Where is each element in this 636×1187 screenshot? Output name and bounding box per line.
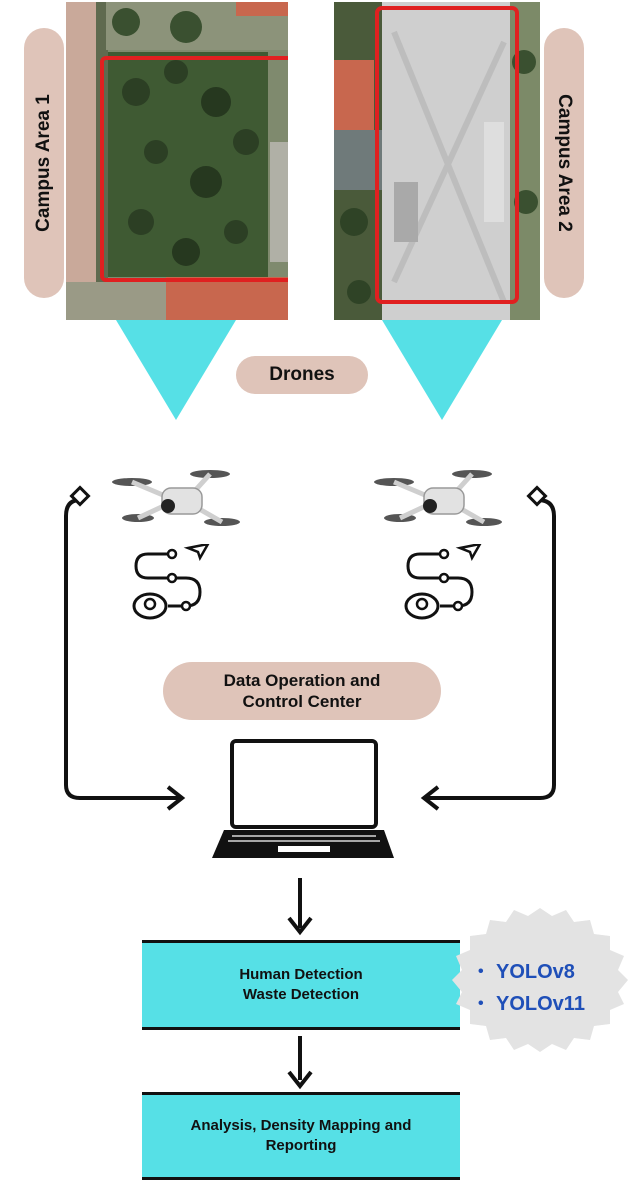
drones-label: Drones [269,364,335,385]
left-loop-marker [69,485,91,507]
campus-area-1-pill: Campus Area 1 [24,28,64,298]
route-left-icon [132,544,210,620]
funnel-left [116,320,236,420]
model-yolov11: YOLOv11 [496,992,585,1015]
model-list: • YOLOv8 • YOLOv11 [478,956,628,1020]
analysis-line1: Analysis, Density Mapping and [190,1117,412,1134]
route-right-icon [404,544,482,620]
model-badge [452,908,628,1052]
right-loop-marker [526,485,548,507]
left-loop-arrow [64,498,180,800]
model-yolov8: YOLOv8 [496,960,575,983]
control-center-line2: Control Center [242,692,362,711]
campus-area-1-aerial-image [66,2,288,320]
campus-area-2-pill: Campus Area 2 [544,28,584,298]
bullet: • [478,995,484,1012]
right-loop-arrow [426,498,556,800]
campus-area-2-aerial-image [334,2,540,320]
drone-left-icon [112,470,240,526]
analysis-box: Analysis, Density Mapping and Reporting [142,1092,460,1180]
funnel-right [382,320,502,420]
model-item: • YOLOv11 [478,988,628,1020]
analysis-line2: Reporting [265,1137,337,1154]
detection-box: Human Detection Waste Detection [142,940,460,1030]
drones-label-pill: Drones [236,356,368,394]
laptop-icon [212,739,394,858]
model-item: • YOLOv8 [478,956,628,988]
detection-line2: Waste Detection [242,986,360,1003]
bullet: • [478,963,484,980]
control-center-pill: Data Operation and Control Center [163,662,441,720]
detection-line1: Human Detection [239,966,363,983]
control-center-line1: Data Operation and [223,671,381,690]
drone-right-icon [374,470,502,526]
